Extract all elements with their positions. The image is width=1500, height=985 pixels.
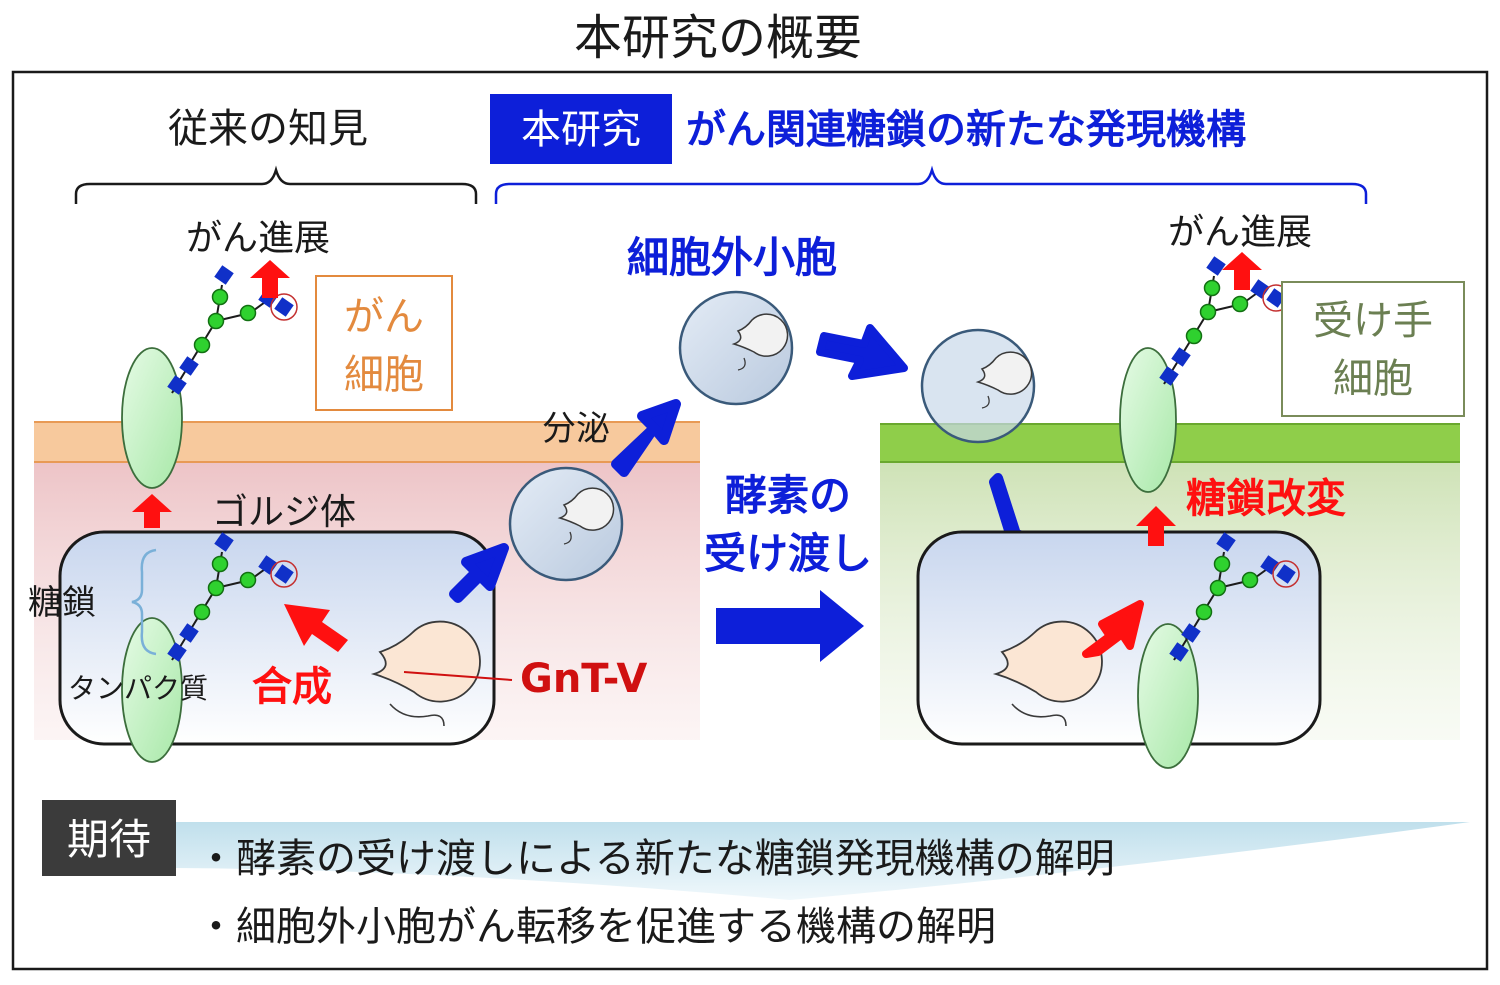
- ev-to-recipient-arrow: [816, 324, 908, 380]
- golgi-label: ゴルジ体: [212, 492, 356, 533]
- modification-label: 糖鎖改変: [1186, 476, 1346, 522]
- secretion-label: 分泌: [542, 409, 610, 449]
- transfer-label-line1: 酵素の: [725, 471, 851, 520]
- ev-label: 細胞外小胞: [627, 233, 837, 282]
- left-progress-arrow: [250, 260, 290, 298]
- right-golgi-protein: [1137, 623, 1199, 769]
- right-cell-label-box: [1281, 281, 1465, 417]
- gntv-pointer: [403, 671, 513, 681]
- modification-arrow: [1082, 600, 1144, 658]
- synthesis-label: 合成: [252, 664, 332, 710]
- glycan-brace: [131, 548, 157, 656]
- gntv-label: GnT-V: [520, 656, 647, 702]
- right-progression-label: がん進展: [1168, 212, 1312, 253]
- secretion-arrow: [611, 399, 681, 477]
- left-progression-label: がん進展: [186, 218, 330, 259]
- left-cell-label-box: [315, 275, 453, 411]
- outer-frame: [11, 70, 1489, 971]
- expectation-item-2: ・細胞外小胞がん転移を促進する機構の解明: [196, 904, 996, 950]
- right-surface-glycan: [1158, 255, 1290, 387]
- study-brace: [494, 165, 1368, 204]
- expectations-band: [176, 822, 1470, 900]
- study-badge: [490, 94, 672, 164]
- right-progress-arrow: [1222, 252, 1262, 290]
- right-cell-label-line2: 細胞: [1333, 356, 1413, 402]
- protein-label: タンパク質: [68, 672, 208, 705]
- page-title: 本研究の概要: [574, 10, 862, 66]
- expectations-badge: [42, 800, 176, 876]
- expectation-item-1: ・酵素の受け渡しによる新たな糖鎖発現機構の解明: [196, 836, 1115, 882]
- expectations-badge-label: 期待: [67, 815, 151, 864]
- left-membrane-protein: [121, 347, 183, 489]
- golgi-protein: [121, 617, 183, 763]
- left-cell-label-line1: がん: [344, 294, 424, 340]
- study-badge-label: 本研究: [521, 107, 641, 153]
- conventional-heading: 従来の知見: [168, 106, 368, 152]
- golgi-to-membrane-arrow: [132, 494, 172, 528]
- transfer-label-line2: 受け渡し: [704, 529, 872, 578]
- transfer-arrow: [716, 590, 864, 662]
- right-cell-label-line1: 受け手: [1313, 298, 1433, 344]
- right-golgi-to-membrane-arrow: [1136, 506, 1176, 546]
- study-heading: がん関連糖鎖の新たな発現機構: [686, 107, 1246, 153]
- conventional-brace: [74, 165, 478, 204]
- golgi-to-vesicle-arrow-shape: [449, 543, 509, 603]
- left-cell-label-line2: 細胞: [344, 352, 424, 398]
- synthesis-arrow: [284, 604, 348, 652]
- glycan-label: 糖鎖: [28, 583, 96, 623]
- right-membrane-protein: [1119, 347, 1177, 493]
